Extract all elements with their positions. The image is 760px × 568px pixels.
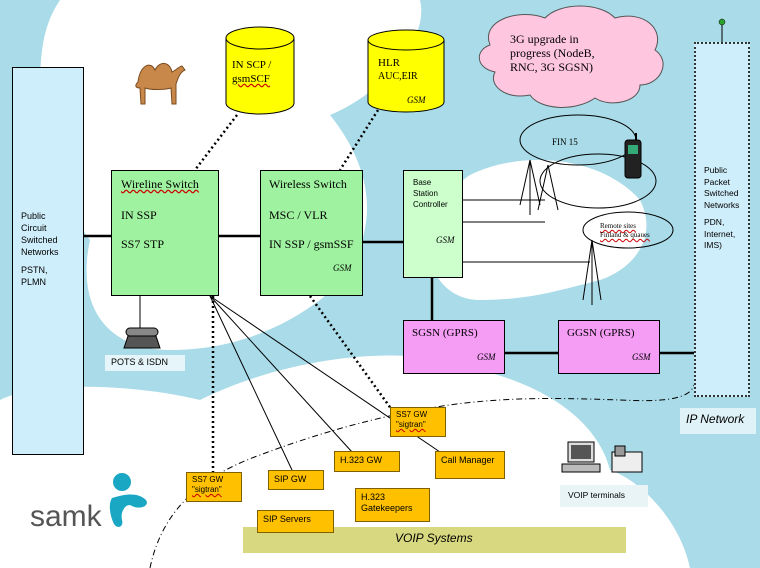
ss7-gw-right-line1: SS7 GW <box>396 410 428 419</box>
ggsn-node: GGSN (GPRS) GSM <box>558 320 660 374</box>
cloud-3g-label: 3G upgrade in progress (NodeB, RNC, 3G S… <box>510 32 595 74</box>
voip-phone-icon <box>611 445 643 473</box>
sip-servers: SIP Servers <box>257 510 334 533</box>
bsc-line1: Base <box>413 178 432 187</box>
voip-systems-label: VOIP Systems <box>395 531 473 545</box>
h323-gw-label: H.323 GW <box>340 455 383 465</box>
in-scp-line2: gsmSCF <box>232 73 270 85</box>
in-scp-label: IN SCP / gsmSCF <box>232 58 271 86</box>
wireline-switch-in-ssp: IN SSP <box>121 208 157 222</box>
ppsn-line4: Networks <box>704 199 740 210</box>
hlr-line2: AUC,EIR <box>378 71 418 82</box>
cloud-3g-line3: RNC, 3G SGSN) <box>510 60 594 74</box>
ppsn-line2: Packet <box>704 176 730 187</box>
pstn-line1: Public <box>21 211 46 221</box>
hlr-line1: HLR <box>378 57 400 69</box>
h323-gk-line1: H.323 <box>361 492 386 502</box>
call-manager-label: Call Manager <box>441 455 495 465</box>
ip-network-box: IP Network <box>680 408 756 434</box>
mobile-phone-icon <box>624 133 642 179</box>
cloud-3g-line1: 3G upgrade in <box>510 32 579 46</box>
in-scp-line1: IN SCP / <box>232 59 272 71</box>
fin15-cell-top <box>519 114 637 166</box>
samk-logo-text: samk <box>30 500 102 533</box>
pstn-line5: PSTN, <box>21 265 48 275</box>
pots-label: POTS & ISDN <box>111 357 169 367</box>
bsc-line3: Controller <box>413 200 448 209</box>
voip-computer-icon <box>561 441 601 473</box>
fin15-cell-bottom <box>539 153 657 209</box>
remote-sites-line1: Remote sites <box>600 222 636 230</box>
wireless-switch-in-ssp: IN SSP / gsmSSF <box>269 237 354 251</box>
ppsn-panel: Public Packet Switched Networks PDN, Int… <box>694 42 750 397</box>
voip-terminals-label: VOIP terminals <box>568 490 626 500</box>
ppsn-label: Public Packet Switched Networks PDN, Int… <box>704 165 739 252</box>
ss7-gw-right-line2: "sigtran" <box>396 420 426 429</box>
wireline-switch: Wireline Switch IN SSP SS7 STP <box>111 170 219 296</box>
ppsn-line5: PDN, <box>704 217 725 227</box>
hlr-gsm-tag: GSM <box>407 95 426 105</box>
fin15-label: FIN 15 <box>552 137 578 147</box>
ggsn-label: GGSN (GPRS) <box>567 327 635 339</box>
wireless-switch-msc-vlr: MSC / VLR <box>269 208 328 222</box>
sip-gw: SIP GW <box>268 470 324 490</box>
pstn-panel: Public Circuit Switched Networks PSTN, P… <box>12 67 84 455</box>
samk-logo-mark <box>109 473 147 527</box>
pstn-line2: Circuit <box>21 223 47 233</box>
remote-sites-cell <box>582 211 674 249</box>
sgsn-gsm-tag: GSM <box>477 352 496 362</box>
ppsn-line7: IMS) <box>704 240 722 250</box>
remote-sites-line2: Finland & quaues <box>600 231 650 239</box>
sgsn-node: SGSN (GPRS) GSM <box>403 320 505 374</box>
ss7-gw-left-line2: "sigtran" <box>192 485 222 494</box>
wireline-switch-title: Wireline Switch <box>121 177 199 191</box>
bsc-gsm-tag: GSM <box>436 235 455 245</box>
voip-terminals-box: VOIP terminals <box>560 485 648 507</box>
hlr-label: HLR AUC,EIR <box>378 57 418 83</box>
in-scp-database <box>225 26 295 115</box>
wireless-switch-title: Wireless Switch <box>269 177 347 191</box>
ip-network-label: IP Network <box>686 412 745 426</box>
pstn-line3: Switched <box>21 235 58 245</box>
ggsn-gsm-tag: GSM <box>632 352 651 362</box>
pstn-label: Public Circuit Switched Networks PSTN, P… <box>21 210 59 288</box>
ss7-gw-left: SS7 GW "sigtran" <box>186 472 242 502</box>
h323-gk-line2: Gatekeepers <box>361 503 413 513</box>
call-manager: Call Manager <box>435 451 505 479</box>
pstn-line4: Networks <box>21 247 59 257</box>
ppsn-line3: Switched <box>704 188 739 198</box>
desk-phone-icon <box>123 327 161 349</box>
wireline-switch-ss7-stp: SS7 STP <box>121 237 165 251</box>
bsc-label: Base Station Controller <box>413 177 448 210</box>
cloud-3g-shape <box>478 5 664 108</box>
sip-gw-label: SIP GW <box>274 474 307 484</box>
wireless-switch: Wireless Switch MSC / VLR IN SSP / gsmSS… <box>260 170 363 296</box>
camel-icon <box>135 63 186 105</box>
ppsn-line6: Internet, <box>704 228 736 239</box>
h323-gatekeepers: H.323 Gatekeepers <box>355 488 430 522</box>
pots-box: POTS & ISDN <box>105 355 185 371</box>
ppsn-line1: Public <box>704 165 728 175</box>
hlr-database <box>367 29 445 113</box>
sgsn-label: SGSN (GPRS) <box>412 327 478 339</box>
sip-servers-label: SIP Servers <box>263 514 311 524</box>
cloud-3g-line2: progress (NodeB, <box>510 46 595 60</box>
pstn-line6: PLMN <box>21 277 47 287</box>
bsc-line2: Station <box>413 189 438 198</box>
h323-gw: H.323 GW <box>334 451 400 472</box>
ss7-gw-right: SS7 GW "sigtran" <box>390 407 446 437</box>
wireless-switch-gsm-tag: GSM <box>333 263 352 273</box>
base-station-controller: Base Station Controller GSM <box>403 170 463 278</box>
remote-sites-label: Remote sites Finland & quaues <box>600 222 650 240</box>
ss7-gw-left-line1: SS7 GW <box>192 475 224 484</box>
